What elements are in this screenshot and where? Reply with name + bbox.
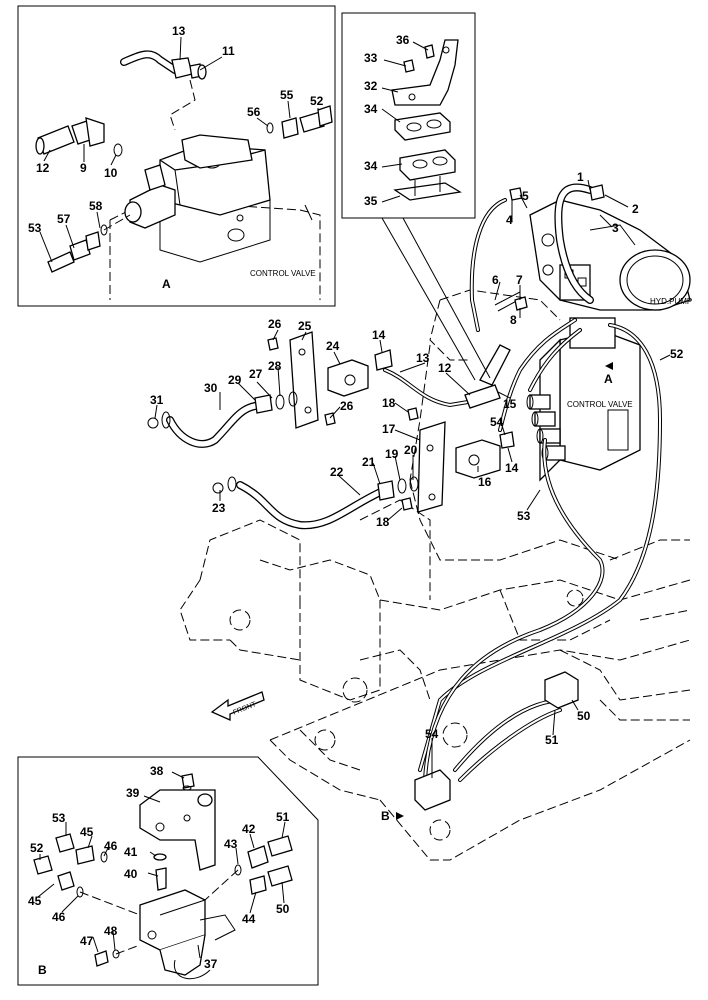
inset-b-callout-53: 53 [52, 811, 66, 825]
callout-5: 5 [522, 189, 529, 203]
inset-b: B 38 39 51 42 53 45 46 52 41 43 40 45 46… [17, 756, 319, 986]
inset-clamp: 36 33 32 34 34 35 [341, 12, 476, 219]
control-valve-label: CONTROL VALVE [567, 400, 633, 409]
hyd-pump-label: HYD.PUMP [650, 297, 692, 306]
callout-51: 51 [545, 733, 559, 747]
callout-1: 1 [577, 170, 584, 184]
callout-25: 25 [298, 319, 312, 333]
inset-a-control-valve-label: CONTROL VALVE [250, 269, 316, 278]
callout-50: 50 [577, 709, 591, 723]
inset-a: CONTROL VALVE A [17, 5, 336, 307]
view-a-reference: A [604, 372, 613, 386]
callout-23: 23 [212, 501, 226, 515]
inset-b-callout-40: 40 [124, 867, 138, 881]
callout-27: 27 [249, 367, 263, 381]
inset-b-callout-44: 44 [242, 912, 256, 926]
inset-a-callout-11: 11 [222, 44, 235, 58]
inset-clamp-callout-35: 35 [364, 194, 378, 208]
hoses [166, 183, 663, 782]
callout-13: 13 [416, 351, 430, 365]
inset-b-callout-41: 41 [124, 845, 138, 859]
inset-a-callout-58: 58 [89, 199, 103, 213]
inset-b-callout-47: 47 [80, 934, 94, 948]
callout-26-top: 26 [268, 317, 282, 331]
main-callouts: 1 2 3 4 5 6 7 8 26 25 24 14 13 12 15 54 … [150, 170, 684, 747]
inset-clamp-callout-36: 36 [396, 33, 410, 47]
view-b-reference: B [381, 809, 390, 823]
inset-a-callout-10: 10 [104, 166, 118, 180]
view-b-arrow-icon [396, 812, 404, 820]
callout-17: 17 [382, 422, 396, 436]
inset-b-callout-45-top: 45 [80, 825, 94, 839]
view-a-arrow-icon [605, 362, 613, 370]
callout-3: 3 [612, 221, 619, 235]
inset-a-callout-53: 53 [28, 221, 42, 235]
inset-b-callout-43: 43 [224, 837, 238, 851]
inset-b-callout-37: 37 [204, 957, 218, 971]
callout-31: 31 [150, 393, 164, 407]
callout-18-bottom: 18 [376, 515, 390, 529]
callout-16: 16 [478, 475, 492, 489]
inset-a-callout-52: 52 [310, 94, 324, 108]
inset-clamp-callout-34-bottom: 34 [364, 159, 378, 173]
inset-a-callout-13: 13 [172, 24, 186, 38]
inset-a-view-label: A [162, 277, 171, 291]
callout-7: 7 [516, 273, 523, 287]
hydraulic-pump: HYD.PUMP [529, 199, 692, 311]
callout-30: 30 [204, 381, 218, 395]
inset-b-callout-46-top: 46 [104, 839, 118, 853]
callout-21: 21 [362, 455, 376, 469]
callout-53: 53 [517, 509, 531, 523]
inset-clamp-callout-34-top: 34 [364, 102, 378, 116]
main-leaders [154, 179, 671, 778]
callout-20: 20 [404, 443, 418, 457]
callout-6: 6 [492, 273, 499, 287]
callout-28: 28 [268, 359, 282, 373]
inset-b-callout-50: 50 [276, 902, 290, 916]
inset-a-callout-9: 9 [80, 161, 87, 175]
callout-54-bottom: 54 [425, 727, 439, 741]
callout-26-bottom: 26 [340, 399, 354, 413]
inset-b-callout-48: 48 [104, 924, 118, 938]
callout-18-top: 18 [382, 396, 396, 410]
inset-b-callout-45-bottom: 45 [28, 894, 42, 908]
inset-b-view-label: B [38, 963, 47, 977]
inset-a-callout-55: 55 [280, 88, 294, 102]
inset-clamp-callout-33: 33 [364, 51, 378, 65]
inset-a-callout-12: 12 [36, 161, 50, 175]
control-valve: CONTROL VALVE A [526, 317, 641, 482]
callout-8: 8 [510, 313, 517, 327]
inset-b-callout-52: 52 [30, 841, 44, 855]
callout-14-bottom: 14 [505, 461, 519, 475]
inset-b-callout-51: 51 [276, 810, 290, 824]
front-arrow: FRONT [210, 691, 265, 722]
callout-12: 12 [438, 361, 452, 375]
callout-2: 2 [632, 202, 639, 216]
inset-b-callout-42: 42 [242, 822, 256, 836]
brackets-blocks: B [147, 184, 605, 823]
inset-b-callout-46-bottom: 46 [52, 910, 66, 924]
callout-24: 24 [326, 339, 340, 353]
callout-19: 19 [385, 447, 399, 461]
inset-clamp-callout-32: 32 [364, 79, 378, 93]
callout-15: 15 [503, 397, 517, 411]
callout-52: 52 [670, 347, 684, 361]
machine-frame [179, 289, 691, 861]
inset-a-callout-57: 57 [57, 212, 71, 226]
callout-4: 4 [506, 213, 513, 227]
inset-b-callout-38: 38 [150, 764, 164, 778]
inset-b-callout-39: 39 [126, 786, 140, 800]
callout-54-top: 54 [490, 415, 504, 429]
callout-29: 29 [228, 373, 242, 387]
callout-14-top: 14 [372, 328, 386, 342]
callout-22: 22 [330, 465, 344, 479]
inset-a-callout-56: 56 [247, 105, 261, 119]
